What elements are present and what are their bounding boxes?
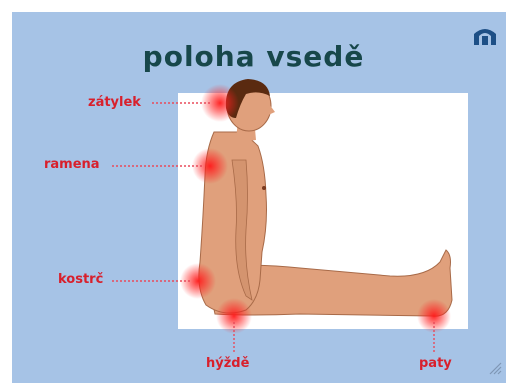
resize-grip-icon[interactable]	[488, 361, 502, 375]
label-shoulders: ramena	[44, 157, 100, 172]
label-neck: zátylek	[88, 95, 141, 110]
neck-pressure-point	[201, 84, 239, 122]
label-heels: paty	[419, 356, 452, 371]
human-figure	[199, 79, 452, 316]
label-tailbone: kostrč	[58, 272, 103, 287]
buttocks-pressure-point	[216, 298, 252, 334]
label-buttocks: hýždě	[206, 356, 249, 371]
